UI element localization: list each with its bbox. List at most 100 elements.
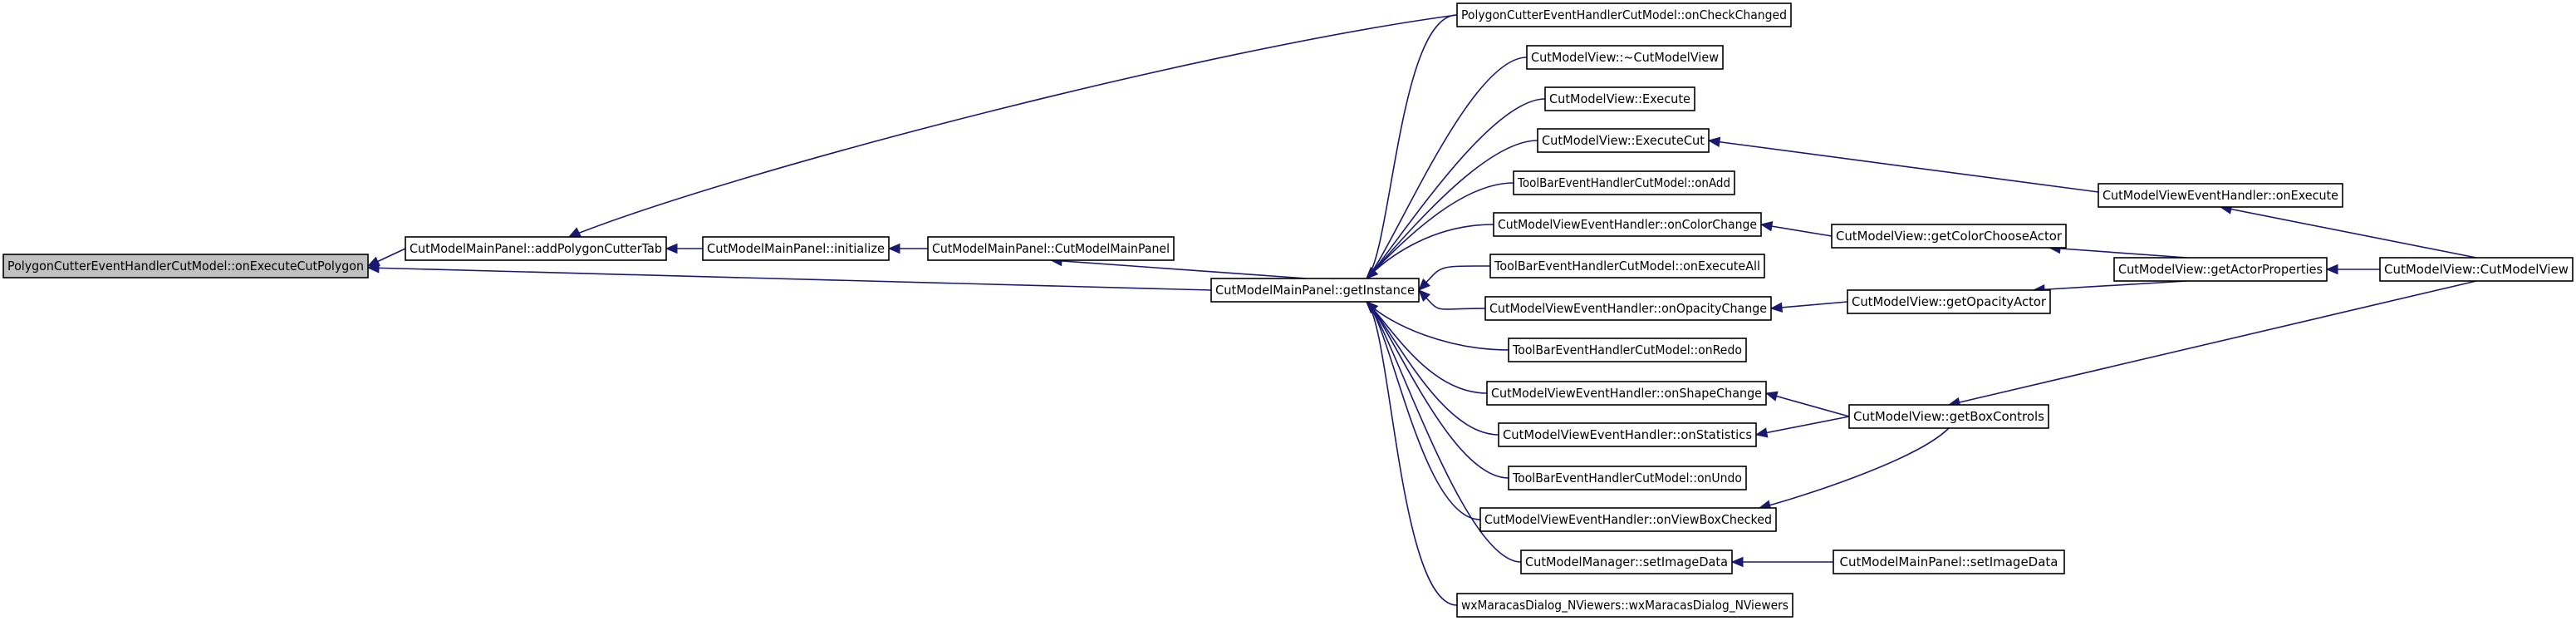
edge-arrowhead [1366,301,1378,313]
edge-arrowhead [665,243,678,254]
edge-line [1366,57,1528,279]
node-label: ToolBarEventHandlerCutModel::onExecuteAl… [1494,259,1760,274]
node-getBoxControls[interactable]: CutModelView::getBoxControls [1848,404,2049,429]
node-label: CutModelView::Execute [1549,91,1690,106]
edge-addPolygonCutterTab-to-root [366,248,406,267]
node-executeCut[interactable]: CutModelView::ExecuteCut [1537,128,1710,153]
node-box[interactable] [1479,507,1777,532]
node-onCheckChanged[interactable]: PolygonCutterEventHandlerCutModel::onChe… [1456,2,1792,27]
edge-line [1759,427,1950,509]
node-onStatistics[interactable]: CutModelViewEventHandler::onStatistics [1498,422,1757,447]
node-label: wxMaracasDialog_NViewers::wxMaracasDialo… [1461,598,1788,614]
node-viewDtor[interactable]: CutModelView::~CutModelView [1526,45,1724,70]
node-box[interactable] [2,254,369,278]
node-box[interactable] [1456,2,1792,27]
edge-line [2033,280,2188,291]
edge-line [1765,392,1850,417]
node-box[interactable] [1831,224,2067,249]
node-getActorProperties[interactable]: CutModelView::getActorProperties [2113,257,2328,282]
edge-line [1708,140,2099,193]
node-label: CutModelView::getColorChooseActor [1836,229,2063,244]
node-label: ToolBarEventHandlerCutModel::onAdd [1517,175,1730,190]
node-box[interactable] [1489,254,1765,278]
node-box[interactable] [1526,45,1724,70]
node-onExecuteHandler[interactable]: CutModelViewEventHandler::onExecute [2098,183,2343,208]
node-box[interactable] [2379,257,2574,282]
edge-onExecuteHandler-to-executeCut [1707,136,2099,193]
edge-getInstance-to-root [366,263,1212,291]
node-label: CutModelView::getOpacityActor [1852,294,2047,309]
node-box[interactable] [405,236,667,261]
edge-setImageDataPanel-to-setImageDataMgr [1730,556,1833,568]
edge-viewCtor-to-onExecuteHandler [2219,204,2477,259]
edge-line [1366,182,1514,279]
edge-getBoxControls-to-onViewBoxChecked [1758,427,1950,510]
edge-getOpacityActor-to-onOpacityChange [1769,301,1848,313]
node-label: CutModelViewEventHandler::onStatistics [1503,427,1752,442]
edge-arrowhead [1764,391,1779,402]
node-label: CutModelView::CutModelView [2384,262,2569,277]
edge-arrowhead [1418,278,1430,291]
node-box[interactable] [1493,212,1762,237]
edge-arrowhead [1730,556,1744,568]
node-box[interactable] [1513,170,1735,195]
node-execute[interactable]: CutModelView::Execute [1544,86,1695,111]
node-root[interactable]: PolygonCutterEventHandlerCutModel::onExe… [2,254,369,278]
node-label: CutModelMainPanel::CutModelMainPanel [932,241,1170,256]
edge-line [1366,14,1458,279]
node-box[interactable] [1484,296,1772,321]
node-onAdd[interactable]: ToolBarEventHandlerCutModel::onAdd [1513,170,1735,195]
node-label: CutModelView::getBoxControls [1853,409,2044,424]
node-box[interactable] [1456,593,1793,618]
edge-line [1760,224,1833,237]
edge-line [1050,259,1308,279]
node-onOpacityChange[interactable]: CutModelViewEventHandler::onOpacityChang… [1484,296,1772,321]
node-box[interactable] [1508,338,1747,362]
node-viewCtor[interactable]: CutModelView::CutModelView [2379,257,2574,282]
node-label: CutModelViewEventHandler::onColorChange [1498,217,1757,232]
node-box[interactable] [2113,257,2328,282]
node-box[interactable] [1537,128,1710,153]
node-mainPanelCtor[interactable]: CutModelMainPanel::CutModelMainPanel [927,236,1175,261]
node-onExecuteAll[interactable]: ToolBarEventHandlerCutModel::onExecuteAl… [1489,254,1765,278]
node-onUndo[interactable]: ToolBarEventHandlerCutModel::onUndo [1508,466,1747,490]
edge-arrowhead [887,243,900,254]
node-box[interactable] [702,236,890,261]
edge-viewCtor-to-getActorProperties [2325,264,2380,275]
edge-onCheckChanged-to-addPolygonCutterTab [567,14,1458,238]
node-box[interactable] [1210,278,1420,303]
node-label: ToolBarEventHandlerCutModel::onRedo [1512,343,1742,357]
edge-arrowhead [1418,289,1430,302]
node-box[interactable] [1833,550,2065,574]
edge-line [1366,301,1499,436]
node-setImageDataPanel[interactable]: CutModelMainPanel::setImageData [1833,550,2065,574]
node-setImageDataMgr[interactable]: CutModelManager::setImageData [1520,550,1733,574]
node-onViewBoxChecked[interactable]: CutModelViewEventHandler::onViewBoxCheck… [1479,507,1777,532]
node-box[interactable] [1847,289,2051,314]
node-box[interactable] [1498,422,1757,447]
node-label: CutModelViewEventHandler::onOpacityChang… [1489,301,1767,316]
node-box[interactable] [1544,86,1695,111]
node-wxMaracas[interactable]: wxMaracasDialog_NViewers::wxMaracasDialo… [1456,593,1793,618]
node-getColorChooseActor[interactable]: CutModelView::getColorChooseActor [1831,224,2067,249]
node-box[interactable] [927,236,1175,261]
node-label: CutModelViewEventHandler::onExecute [2103,188,2338,203]
edge-getActorProperties-to-getColorChooseActor [2048,243,2188,259]
edge-line [1366,301,1509,479]
node-addPolygonCutterTab[interactable]: CutModelMainPanel::addPolygonCutterTab [405,236,667,261]
node-onColorChange[interactable]: CutModelViewEventHandler::onColorChange [1493,212,1762,237]
node-initialize[interactable]: CutModelMainPanel::initialize [702,236,890,261]
edge-line [1948,280,2477,406]
node-box[interactable] [1520,550,1733,574]
node-onShapeChange[interactable]: CutModelViewEventHandler::onShapeChange [1486,381,1767,406]
edge-line [2049,247,2188,259]
node-label: CutModelView::getActorProperties [2118,262,2323,277]
node-box[interactable] [1486,381,1767,406]
node-box[interactable] [1508,466,1747,490]
node-getOpacityActor[interactable]: CutModelView::getOpacityActor [1847,289,2051,314]
node-getInstance[interactable]: CutModelMainPanel::getInstance [1210,278,1420,303]
node-onRedo[interactable]: ToolBarEventHandlerCutModel::onRedo [1508,338,1747,362]
node-box[interactable] [1848,404,2049,429]
node-box[interactable] [2098,183,2343,208]
edge-onExecuteAll-to-getInstance [1418,265,1491,291]
